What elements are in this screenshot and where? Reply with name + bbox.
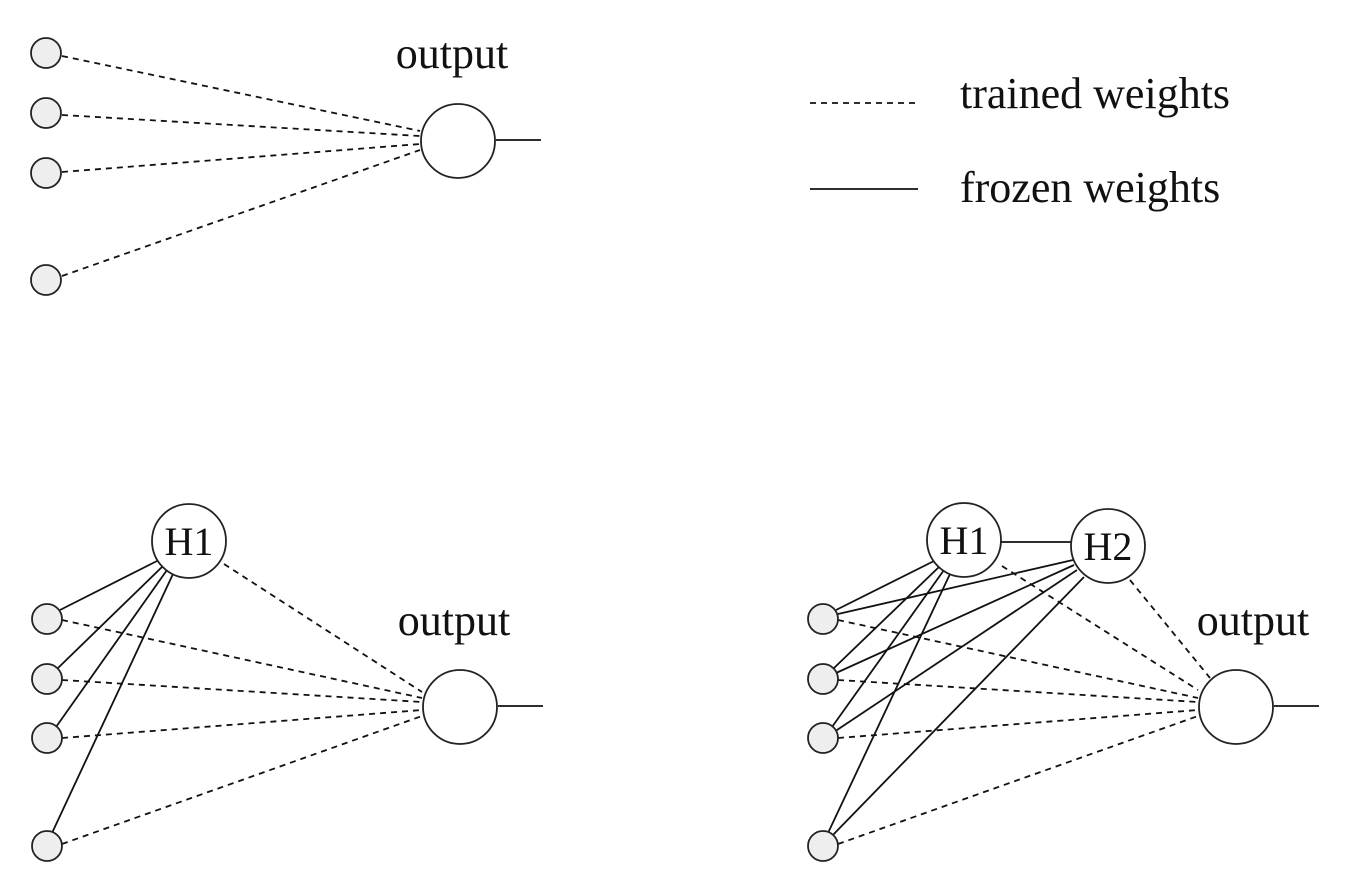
- trained-connection: [1001, 565, 1199, 691]
- trained-connection: [61, 114, 421, 137]
- input-node: [30, 264, 62, 296]
- trained-connection: [61, 679, 423, 703]
- hidden-unit-h1-label: H1: [940, 518, 989, 563]
- legend-frozen-label: frozen weights: [960, 163, 1220, 212]
- input-node: [31, 722, 63, 754]
- trained-connection: [61, 715, 423, 845]
- stage-1-connections: [61, 55, 541, 277]
- input-node: [30, 97, 62, 129]
- hidden-unit-h2-label: H2: [1084, 524, 1133, 569]
- input-node: [31, 603, 63, 635]
- frozen-connection: [55, 569, 168, 728]
- hidden-unit-h1-label: H1: [165, 519, 214, 564]
- stage-2-trained-connections: [61, 563, 423, 845]
- output-label: output: [1197, 596, 1309, 645]
- input-node: [30, 157, 62, 189]
- input-node: [31, 830, 63, 862]
- trained-connection: [837, 709, 1199, 739]
- frozen-connection: [51, 573, 174, 834]
- output-label: output: [396, 29, 508, 78]
- frozen-connection: [829, 576, 1085, 839]
- stage-2-frozen-connections: [51, 559, 543, 834]
- input-node: [807, 663, 839, 695]
- hidden-unit-h2: [1070, 508, 1146, 584]
- frozen-connection: [833, 565, 941, 669]
- frozen-connection: [827, 573, 951, 834]
- input-node: [807, 830, 839, 862]
- trained-connection: [61, 55, 421, 132]
- trained-connection: [61, 143, 421, 173]
- frozen-connection: [835, 564, 1075, 674]
- input-node: [807, 722, 839, 754]
- frozen-connection: [835, 559, 937, 611]
- stage-3-network: H1 H2 output: [807, 502, 1319, 862]
- hidden-unit-h1: [151, 503, 227, 579]
- legend: trained weights frozen weights: [810, 69, 1230, 212]
- frozen-connection: [833, 569, 1078, 733]
- trained-connection: [61, 619, 423, 699]
- stage-1-network: output: [30, 29, 541, 296]
- legend-trained-label: trained weights: [960, 69, 1230, 118]
- hidden-unit-h1: [926, 502, 1002, 578]
- input-node: [807, 603, 839, 635]
- output-label: output: [398, 596, 510, 645]
- output-node: [420, 103, 496, 179]
- output-node: [1198, 669, 1274, 745]
- frozen-connection: [837, 559, 1074, 615]
- trained-connection: [837, 619, 1199, 699]
- trained-connection: [61, 149, 421, 277]
- stage-3-trained-connections: [837, 565, 1211, 845]
- trained-connection: [837, 715, 1199, 845]
- trained-connection: [837, 679, 1199, 703]
- frozen-connection: [57, 565, 164, 669]
- frozen-connection: [59, 559, 160, 611]
- stage-3-frozen-connections: [827, 541, 1319, 839]
- output-node: [422, 669, 498, 745]
- trained-connection: [61, 709, 423, 739]
- input-node: [30, 37, 62, 69]
- trained-connection: [223, 563, 423, 693]
- stage-2-network: H1 output: [31, 503, 543, 862]
- input-node: [31, 663, 63, 695]
